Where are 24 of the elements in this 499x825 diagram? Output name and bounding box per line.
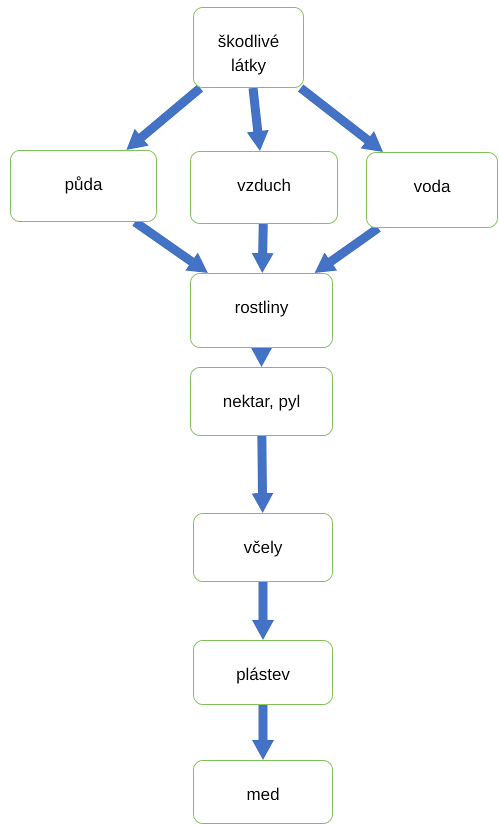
- arrow: [250, 347, 272, 367]
- process-box: [193, 760, 333, 824]
- node-label: med: [246, 784, 280, 806]
- process-box: [366, 152, 498, 228]
- arrow: [252, 582, 274, 640]
- arrow: [252, 224, 274, 274]
- arrow: [251, 436, 274, 514]
- node-label: vzduch: [237, 175, 291, 197]
- process-box: [193, 640, 333, 705]
- arrow: [246, 88, 269, 152]
- process-box: [190, 367, 333, 436]
- process-box: [190, 151, 338, 224]
- process-box: [190, 273, 333, 348]
- node-label: půda: [64, 174, 102, 196]
- process-box: [193, 513, 333, 582]
- process-box: [10, 150, 157, 222]
- node-label: rostliny: [234, 297, 288, 319]
- process-box: [193, 7, 304, 88]
- node-label: včely: [244, 537, 282, 559]
- node-label: škodlivé látky: [216, 31, 280, 77]
- node-label: nektar, pyl: [222, 391, 300, 413]
- node-label: voda: [414, 176, 450, 198]
- node-label: plástev: [236, 664, 290, 686]
- arrow: [252, 705, 274, 760]
